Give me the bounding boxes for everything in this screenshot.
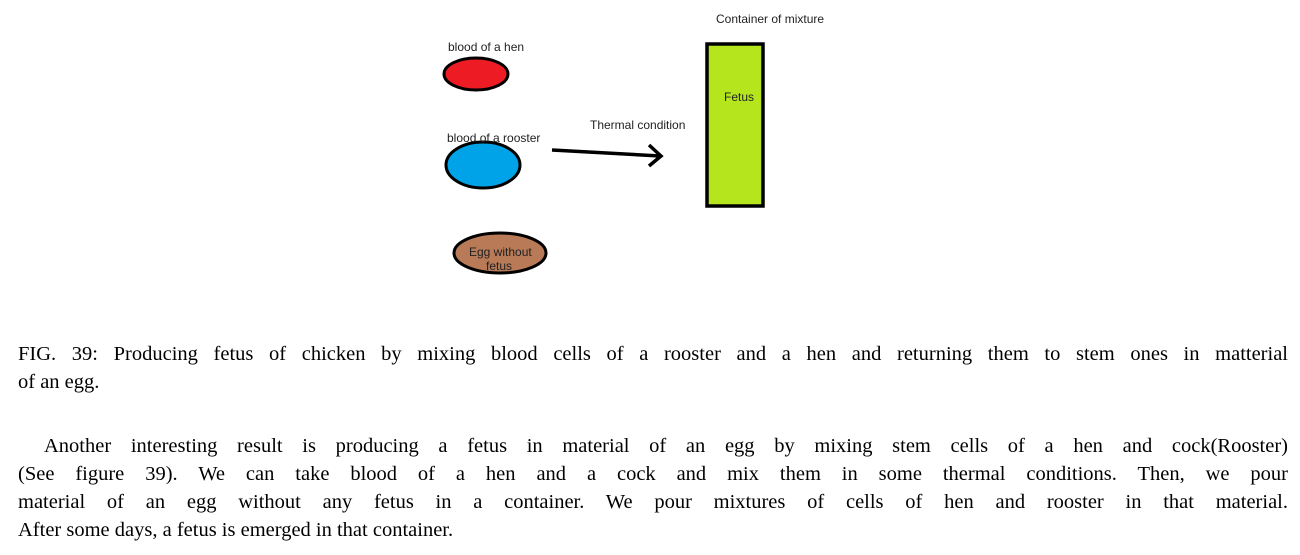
egg-label-2: fetus xyxy=(486,259,512,273)
paragraph-line-3: material of an egg without any fetus in … xyxy=(18,491,1288,513)
egg-ellipse xyxy=(452,231,548,275)
paragraph-line-2: (See figure 39). We can take blood of a … xyxy=(18,463,1288,485)
paragraph-line-4: After some days, a fetus is emerged in t… xyxy=(18,519,454,541)
arrow-icon xyxy=(551,143,664,168)
rooster-blood-ellipse xyxy=(444,140,522,190)
fetus-label: Fetus xyxy=(724,90,754,104)
hen-label: blood of a hen xyxy=(448,40,524,54)
thermal-label: Thermal condition xyxy=(590,118,685,132)
container-rect xyxy=(705,42,765,208)
rooster-label: blood of a rooster xyxy=(447,131,540,145)
paragraph-line-1: Another interesting result is producing … xyxy=(44,435,1288,457)
hen-blood-ellipse xyxy=(442,56,510,92)
container-label: Container of mixture xyxy=(716,12,824,26)
caption-line-2: of an egg. xyxy=(18,371,100,393)
figure-39-diagram: Container of mixture blood of a hen bloo… xyxy=(442,12,824,275)
egg-label-1: Egg without xyxy=(469,245,532,259)
caption-line-1: FIG. 39: Producing fetus of chicken by m… xyxy=(18,343,1288,365)
